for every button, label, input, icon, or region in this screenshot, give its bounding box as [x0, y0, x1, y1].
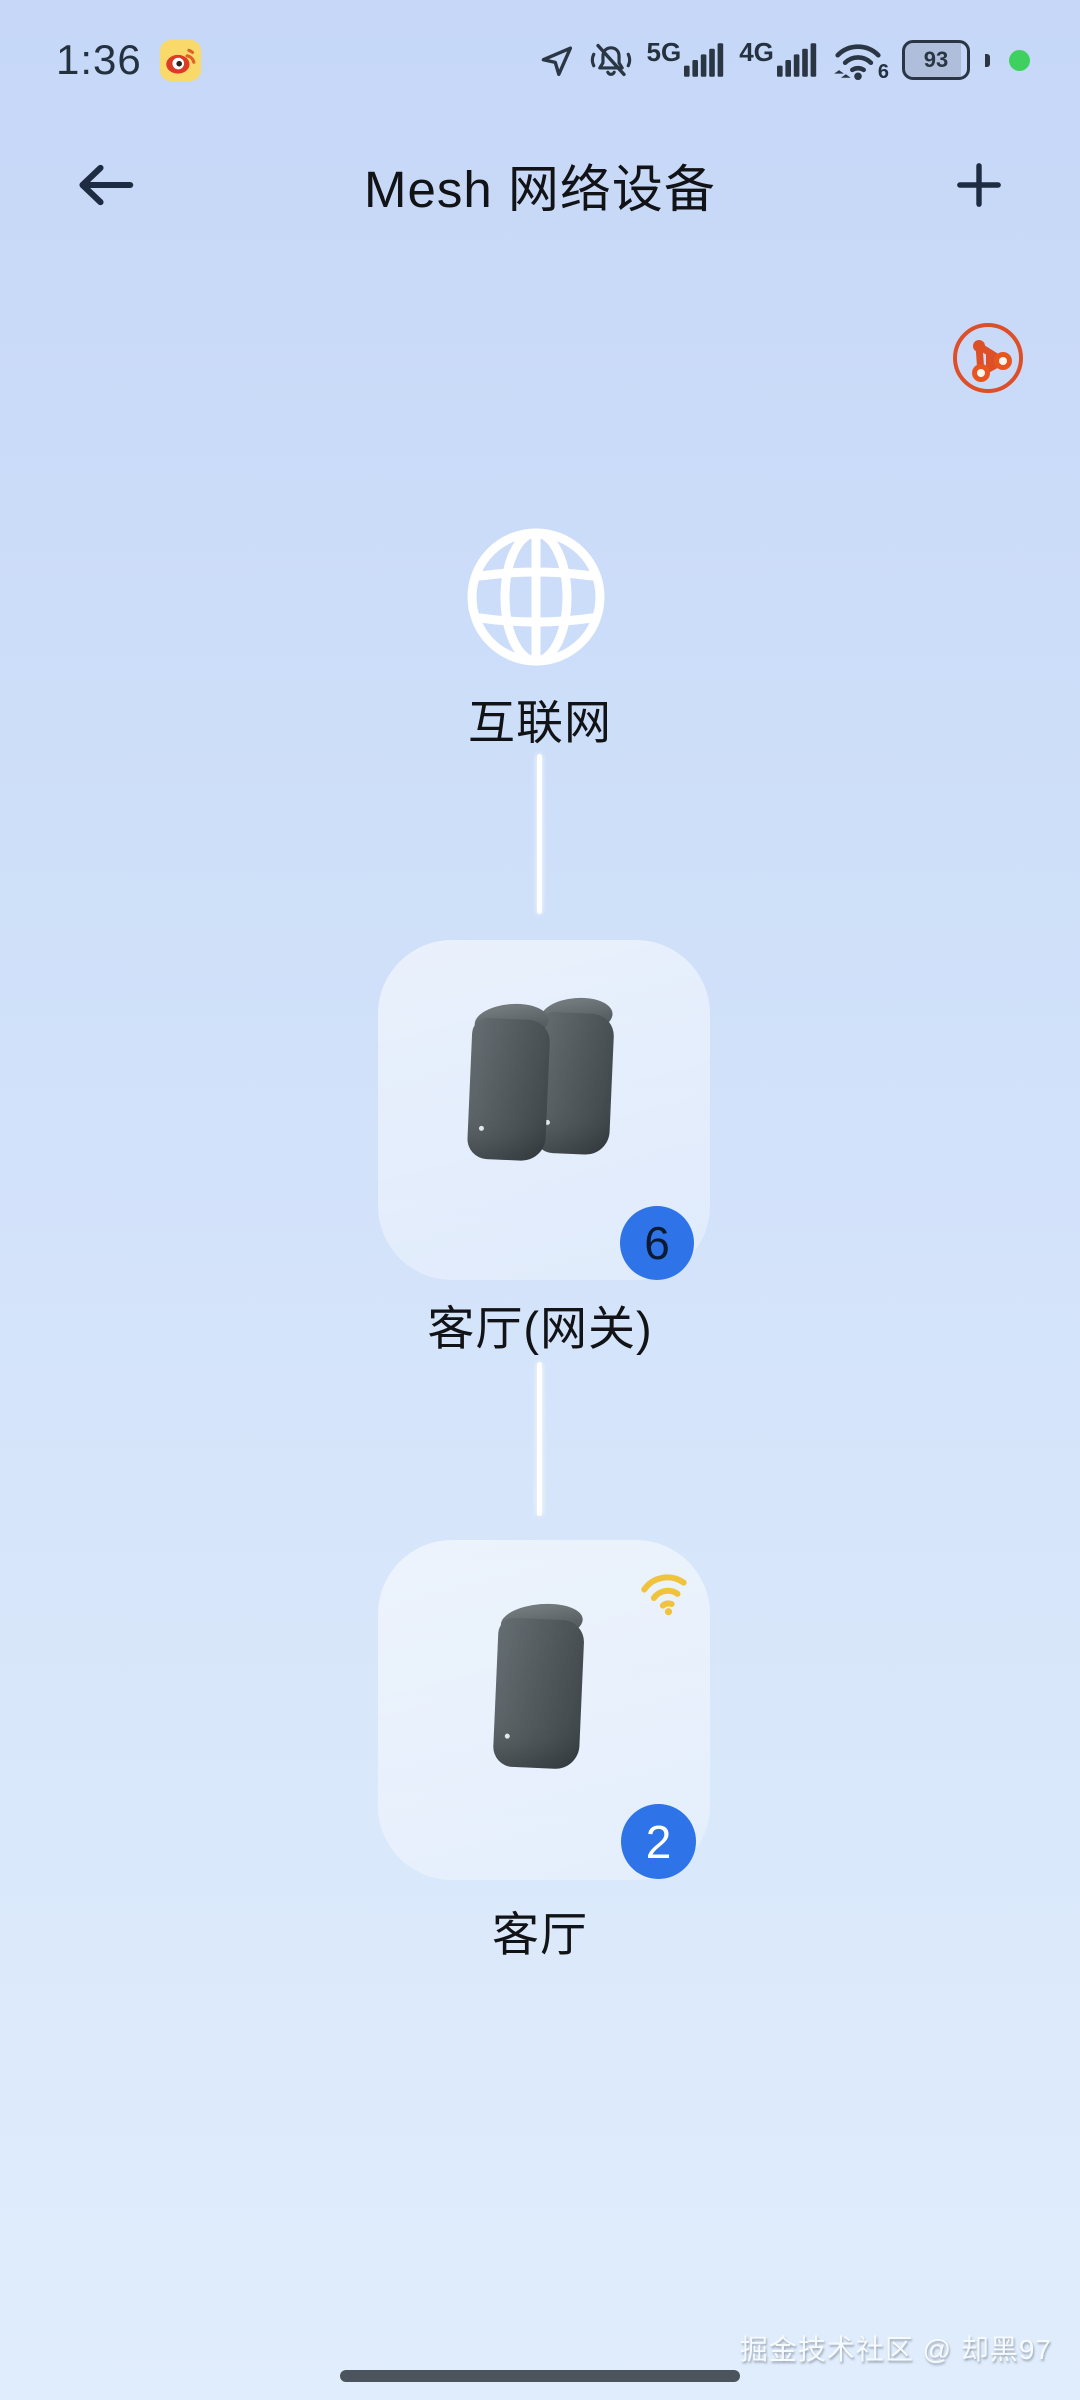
router-device-image [466, 1001, 552, 1162]
internet-label: 互联网 [468, 696, 612, 749]
status-bar: 1:36 5G [0, 26, 1080, 94]
signal-bars-icon [776, 43, 817, 77]
status-bar-right: 5G 4G [538, 37, 1030, 83]
battery-percent: 93 [923, 47, 949, 72]
wifi6-label: 6 [877, 61, 889, 83]
privacy-indicator-dot [1009, 49, 1030, 71]
signal-bars-icon [684, 43, 724, 77]
home-indicator[interactable] [340, 2370, 740, 2382]
client-count-badge: 2 [621, 1804, 696, 1879]
5g-label: 5G [646, 37, 682, 67]
battery-nub [985, 53, 990, 67]
mute-vibrate-icon [590, 43, 631, 77]
watermark: 掘金技术社区 @ 却黑97 [739, 2334, 1052, 2365]
topology-view-button[interactable] [950, 320, 1026, 396]
header: Mesh 网络设备 [0, 142, 1080, 228]
plus-icon [957, 163, 1001, 207]
4g-label: 4G [739, 37, 774, 67]
cell-signal-5g: 5G [647, 37, 727, 77]
back-arrow-icon [79, 164, 134, 206]
gateway-node-label: 客厅(网关) [427, 1302, 653, 1355]
clock: 1:36 [56, 36, 142, 83]
wifi-yellow-icon [641, 1574, 687, 1616]
connector-line [537, 1362, 542, 1516]
back-button[interactable] [70, 150, 140, 220]
page-title: Mesh 网络设备 [364, 161, 716, 218]
location-arrow-icon [541, 45, 572, 76]
cell-signal-4g: 4G [739, 37, 819, 77]
wifi-status: 6 [832, 39, 889, 83]
add-device-button[interactable] [944, 150, 1014, 220]
network-topology-icon [953, 323, 1023, 393]
weibo-icon [159, 39, 201, 81]
wifi-icon [834, 44, 881, 81]
status-bar-left: 1:36 [56, 36, 203, 84]
globe-icon [467, 528, 605, 666]
connector-line [537, 754, 542, 914]
router-device-image [492, 1600, 585, 1770]
client-count-badge: 6 [620, 1206, 694, 1280]
battery-indicator: 93 [902, 40, 970, 80]
battery-fill [905, 43, 961, 77]
satellite-node-label: 客厅 [492, 1908, 588, 1961]
